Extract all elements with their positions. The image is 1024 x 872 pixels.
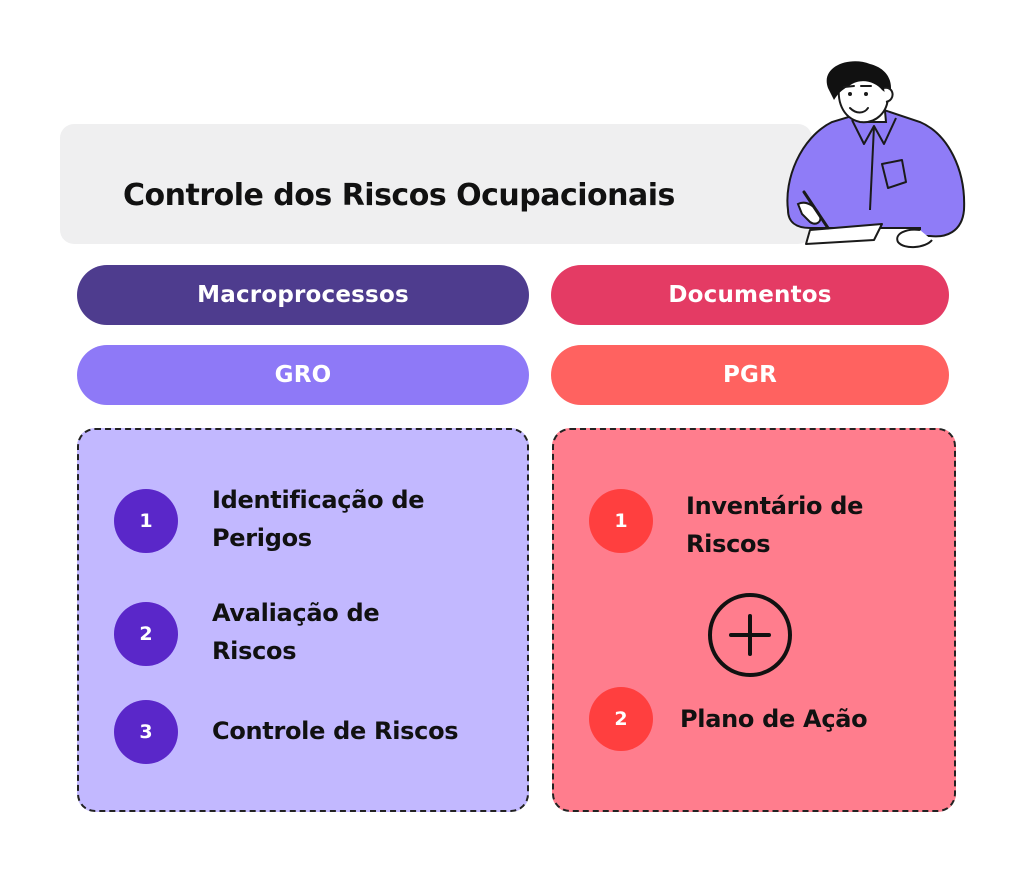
- step-label-line: Riscos: [686, 530, 771, 558]
- plus-circle-icon: [708, 593, 792, 677]
- macroprocessos-header: Macroprocessos: [77, 265, 529, 325]
- step-label: Inventário de Riscos: [686, 487, 863, 563]
- step-label: Identificação de Perigos: [212, 481, 424, 557]
- page-title: Controle dos Riscos Ocupacionais: [123, 178, 675, 213]
- step-label-line: Inventário de: [686, 492, 864, 520]
- step-number: 1: [114, 489, 178, 553]
- step-label-line: Plano de Ação: [680, 705, 868, 733]
- person-writing-icon: [786, 61, 966, 248]
- step-label: Plano de Ação: [680, 700, 868, 738]
- step-label-line: Controle de Riscos: [212, 717, 459, 745]
- step-label-line: Avaliação de: [212, 599, 380, 627]
- step-number: 3: [114, 700, 178, 764]
- gro-pill: GRO: [77, 345, 529, 405]
- pgr-pill: PGR: [551, 345, 949, 405]
- step-label: Avaliação de Riscos: [212, 594, 380, 670]
- step-label-line: Riscos: [212, 637, 297, 665]
- step-number: 2: [589, 687, 653, 751]
- documentos-header: Documentos: [551, 265, 949, 325]
- step-label-line: Identificação de: [212, 486, 425, 514]
- step-label: Controle de Riscos: [212, 712, 459, 750]
- step-number: 1: [589, 489, 653, 553]
- step-number: 2: [114, 602, 178, 666]
- title-card: [60, 124, 812, 244]
- step-label-line: Perigos: [212, 524, 312, 552]
